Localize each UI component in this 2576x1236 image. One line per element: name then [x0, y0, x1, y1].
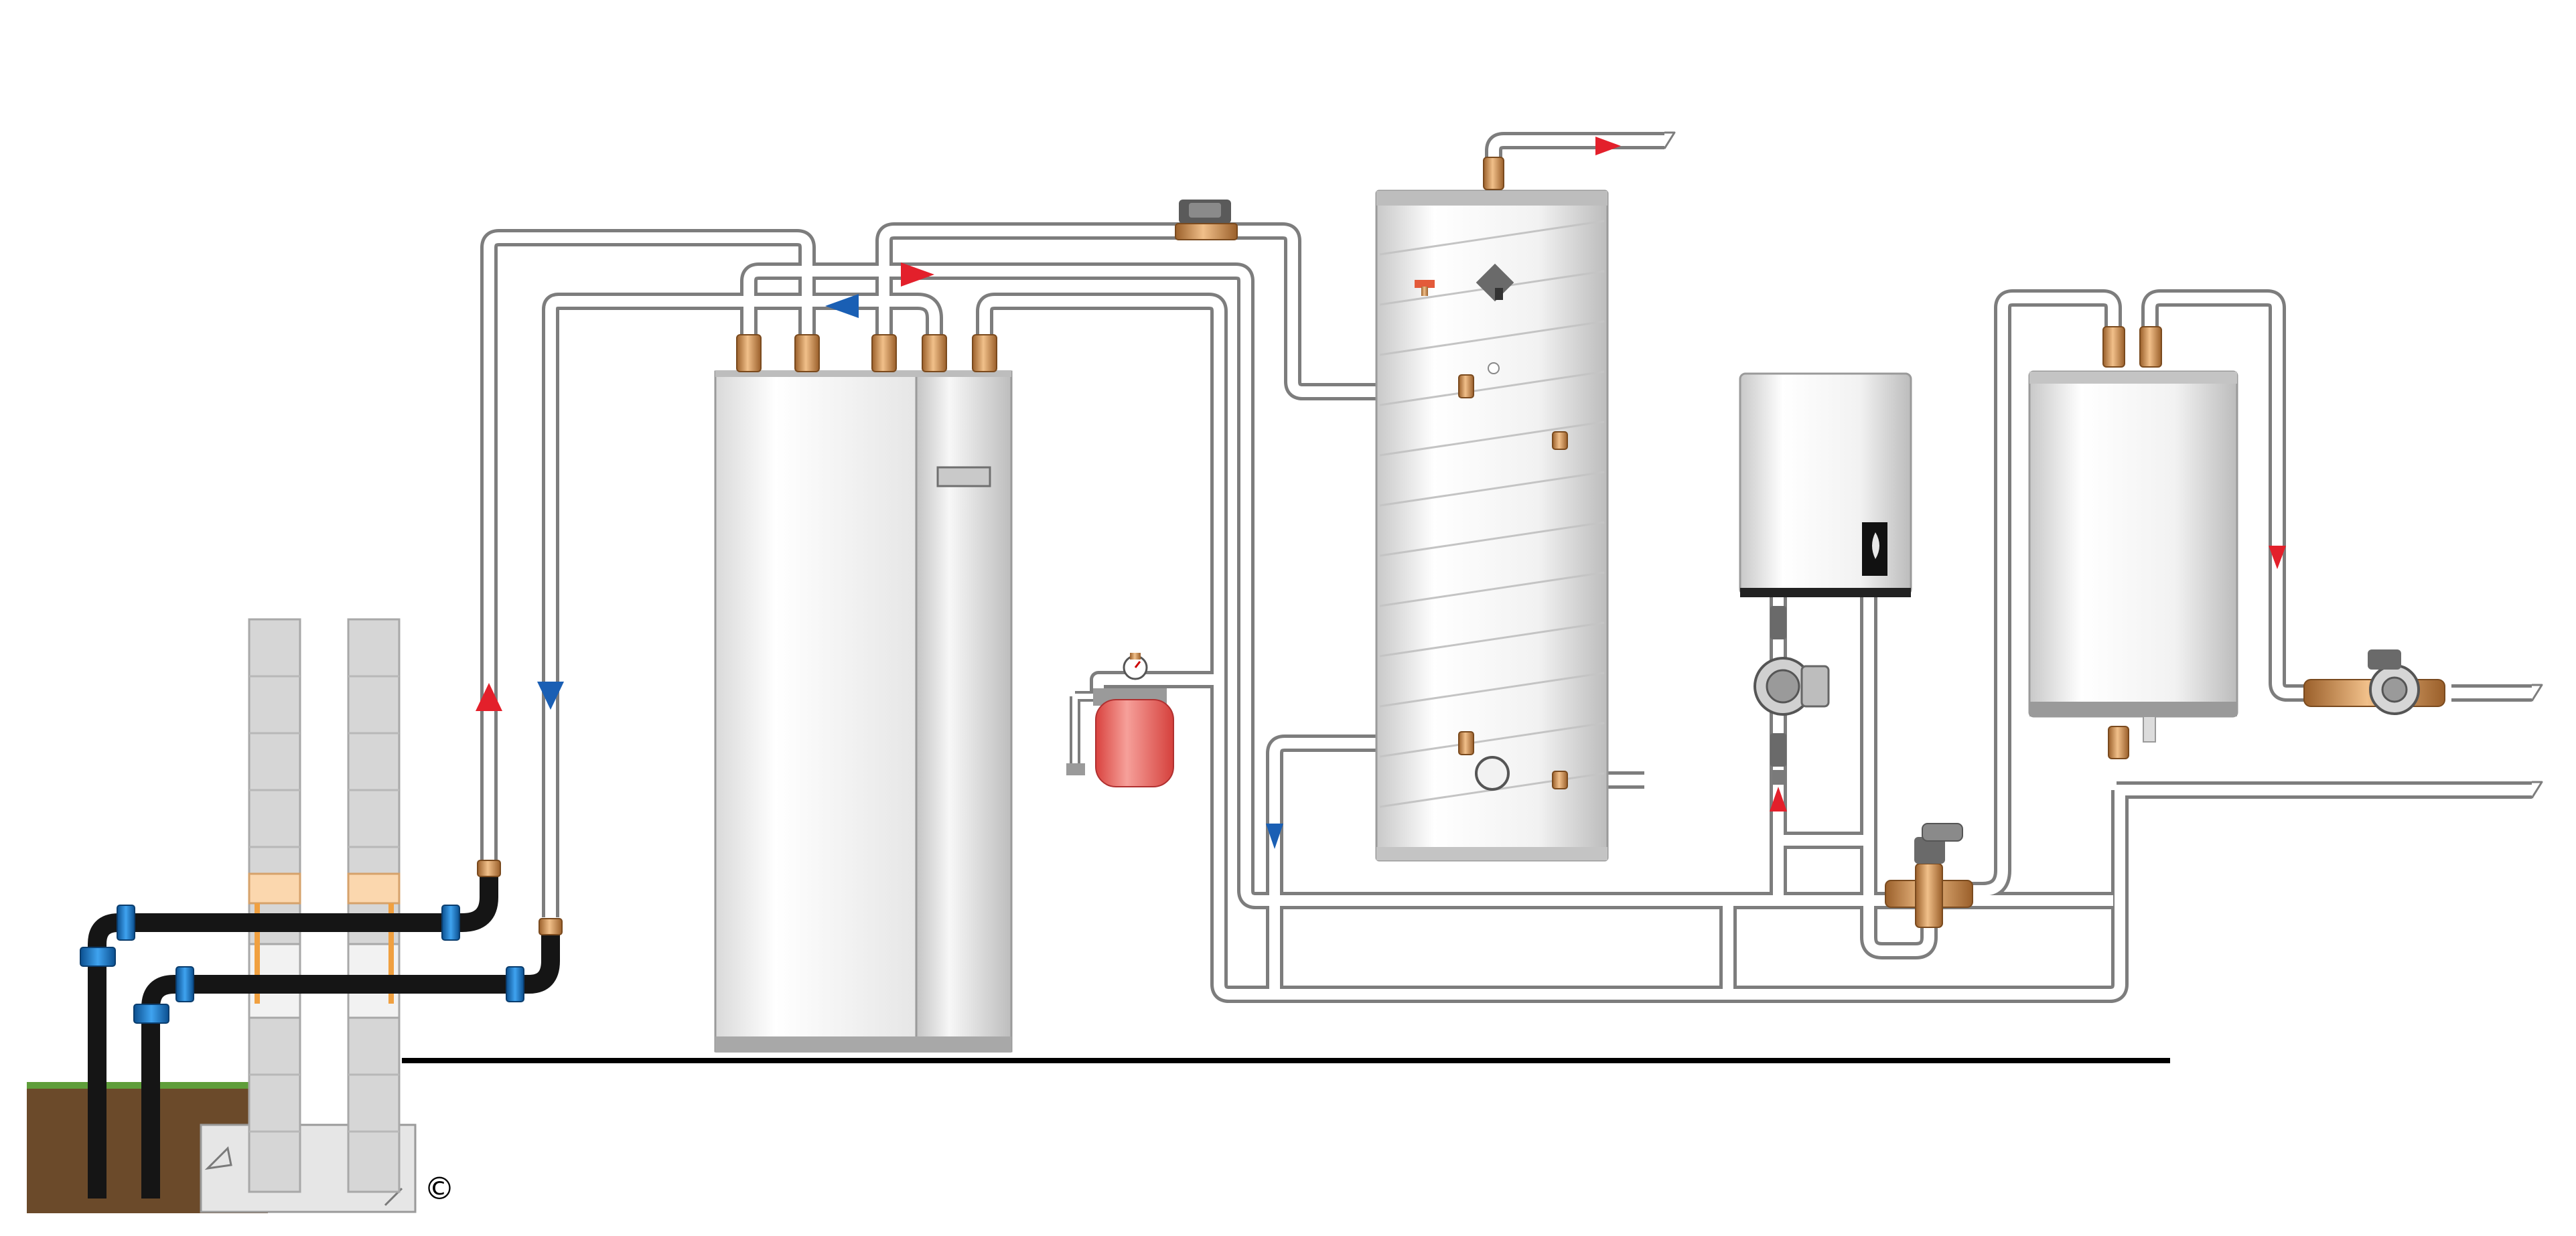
flow-arrows: [476, 137, 2286, 849]
secondary-circulation-pump: [2303, 649, 2445, 715]
return-arrow-icon: [1266, 824, 1283, 849]
supply-arrow-icon: [476, 683, 502, 711]
circulation-pump: [1754, 606, 1830, 785]
supply-arrow-icon: [901, 262, 934, 287]
heat-pump-unit: [714, 370, 1013, 1053]
zone-valve: [1175, 200, 1238, 240]
foundation-columns: [248, 618, 401, 1193]
return-arrow-icon: [537, 682, 564, 710]
supply-arrow-icon: [2269, 546, 2286, 569]
supply-arrow-icon: [1770, 787, 1787, 812]
buffer-tank: [2028, 326, 2238, 759]
thermostat-icon: [1476, 263, 1514, 302]
heat-pump-connections: [736, 334, 997, 372]
pipe-network: [480, 131, 2543, 1003]
ground-pipe-couplings: [80, 905, 524, 1024]
supply-arrow-icon: [1595, 137, 1621, 155]
ground-loop-fittings: [477, 860, 563, 935]
wall-boiler: [1739, 372, 1912, 597]
return-arrow-icon: [825, 294, 859, 318]
sensor-icon: [1415, 280, 1435, 296]
ground-collector-loop: [88, 874, 560, 1199]
inspection-port-icon: [1475, 756, 1510, 791]
copyright-mark: ©: [424, 1170, 455, 1207]
heat-pump-display: [936, 466, 991, 487]
three-way-mixing-valve: [1885, 823, 1973, 928]
expansion-vessel: [1066, 653, 1174, 787]
hot-water-cylinder: [1375, 157, 1609, 862]
